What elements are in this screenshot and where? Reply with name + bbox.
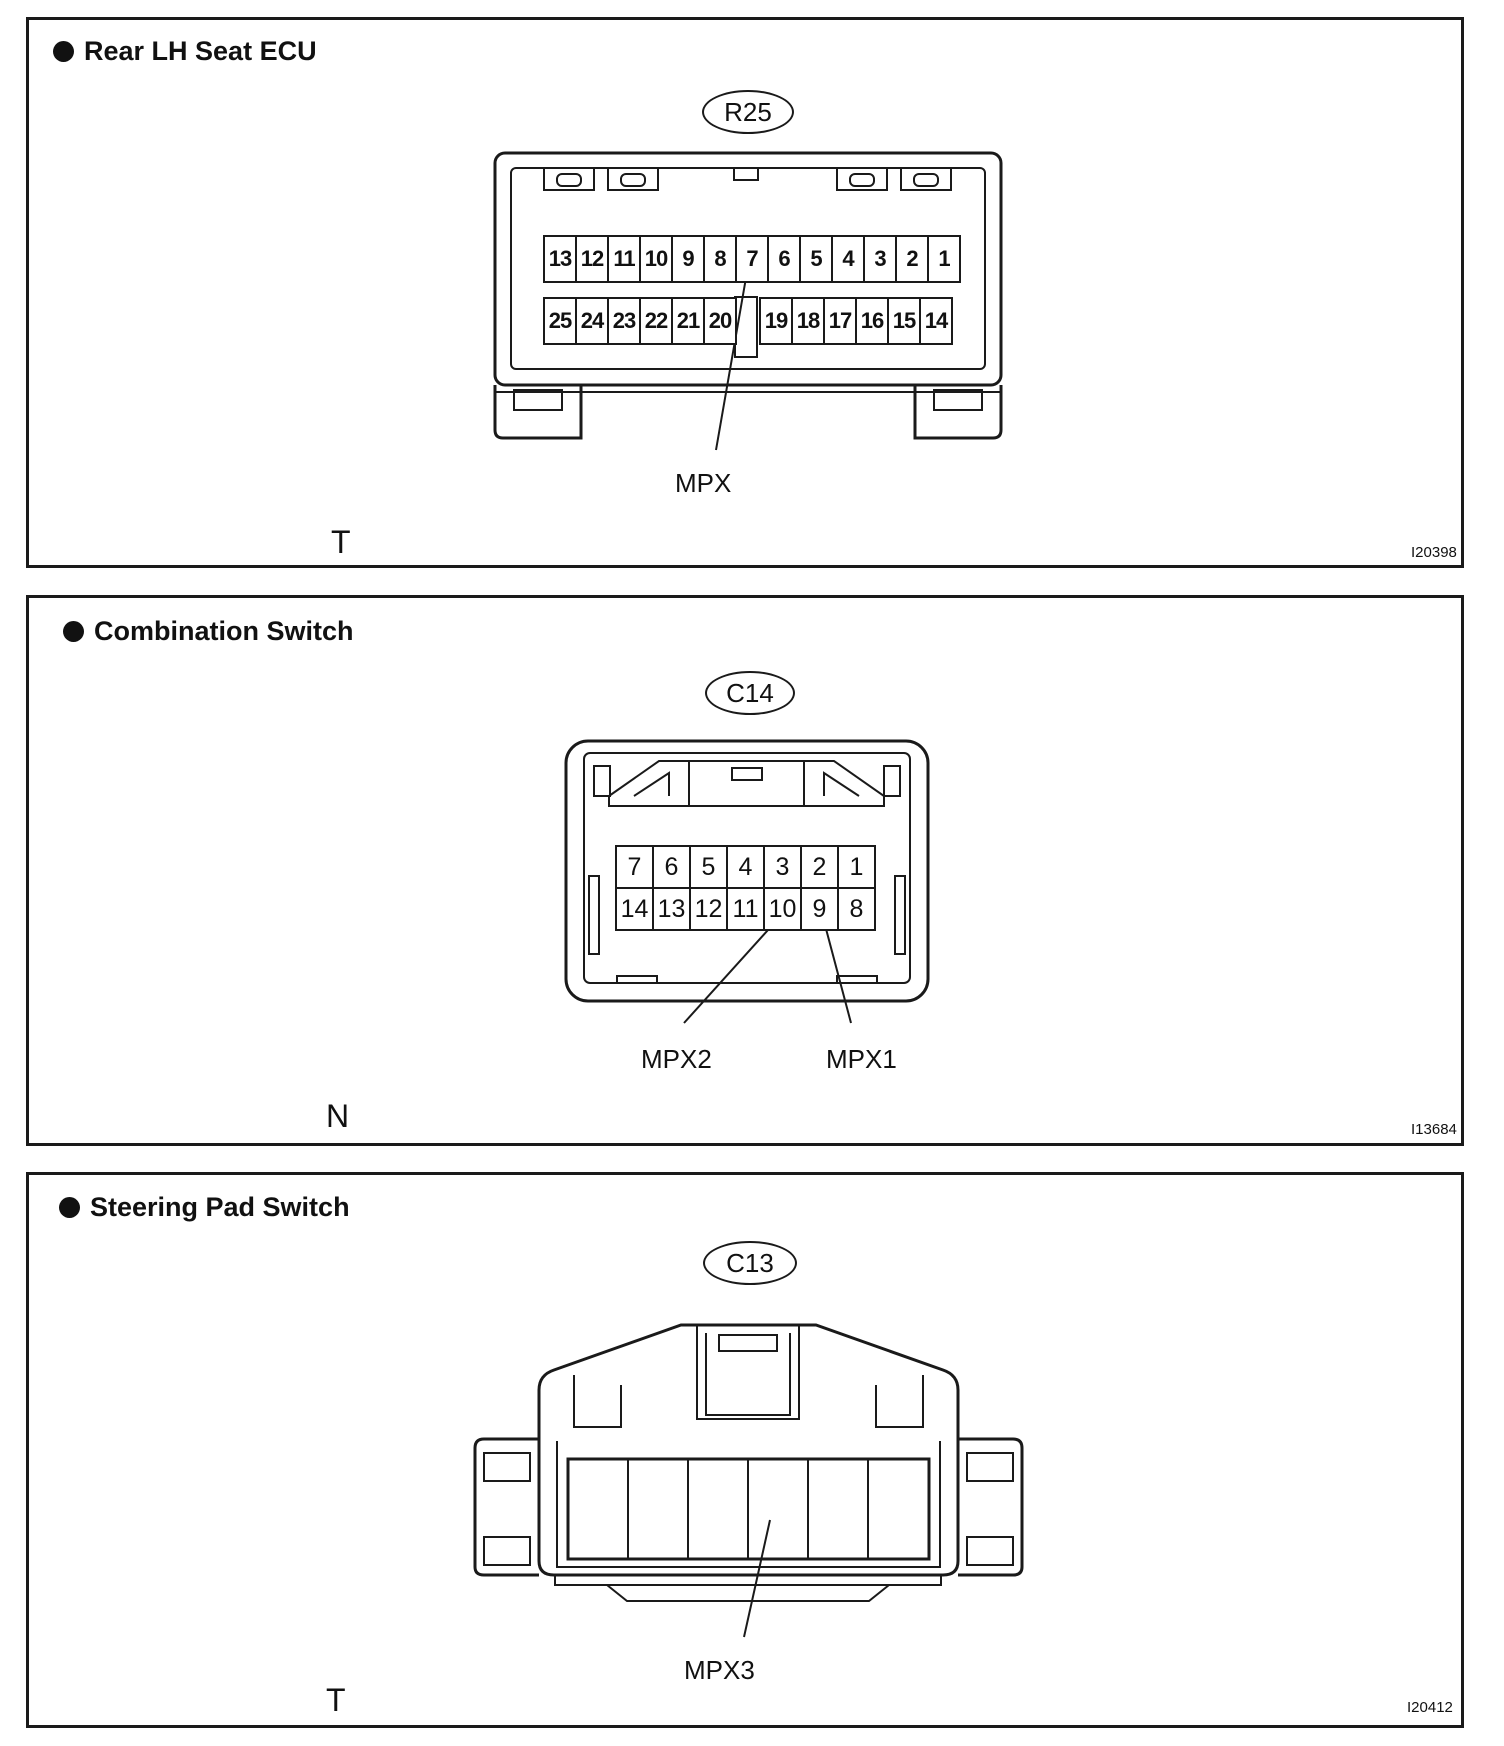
bullet-icon	[63, 621, 84, 642]
pin: 25	[543, 297, 577, 345]
wire-label-mpx: MPX	[675, 468, 732, 498]
pin: 18	[791, 297, 825, 345]
pin-row-top: 13 12 11 10 9 8 7 6 5 4 3 2 1	[543, 235, 961, 283]
pin: 13	[652, 887, 691, 931]
bullet-icon	[59, 1197, 80, 1218]
panel-title-text: Combination Switch	[94, 616, 354, 646]
pin: 14	[919, 297, 953, 345]
pin: 14	[615, 887, 654, 931]
connector-type-letter: T	[331, 524, 351, 560]
pin: 10	[639, 235, 673, 283]
connector-type-letter: N	[326, 1098, 350, 1134]
pin: 5	[799, 235, 833, 283]
pin: 22	[639, 297, 673, 345]
figure-id: I13684	[1411, 1121, 1457, 1138]
connector-outline-c14	[564, 739, 930, 1024]
pin: 2	[895, 235, 929, 283]
pin: 8	[703, 235, 737, 283]
pin: 6	[767, 235, 801, 283]
pin: 21	[671, 297, 705, 345]
pin-row-bottom-right: 19 18 17 16 15 14	[759, 297, 953, 345]
pin: 11	[607, 235, 641, 283]
pin: 9	[671, 235, 705, 283]
pin: 12	[575, 235, 609, 283]
pin: 6	[652, 845, 691, 889]
pin: 24	[575, 297, 609, 345]
pin: 13	[543, 235, 577, 283]
pin-mpx2: 10	[763, 887, 802, 931]
pin: 15	[887, 297, 921, 345]
connector-type-letter: T	[326, 1682, 346, 1718]
panel-steering-pad-switch: Steering Pad Switch C13	[26, 1172, 1464, 1728]
panel-title-text: Rear LH Seat ECU	[84, 36, 317, 66]
connector-outline-r25	[493, 151, 1003, 451]
pin: 5	[689, 845, 728, 889]
connector-outline-c13	[473, 1323, 1024, 1638]
pin-mpx1: 9	[800, 887, 839, 931]
pin: 8	[837, 887, 876, 931]
wire-label-mpx3: MPX3	[684, 1655, 755, 1685]
pin: 1	[927, 235, 961, 283]
pin: 1	[837, 845, 876, 889]
pin: 2	[800, 845, 839, 889]
pin: 4	[726, 845, 765, 889]
panel-title: Combination Switch	[63, 616, 354, 647]
pin: 12	[689, 887, 728, 931]
bullet-icon	[53, 41, 74, 62]
figure-id: I20412	[1407, 1699, 1453, 1716]
panel-title: Steering Pad Switch	[59, 1192, 350, 1223]
pin: 16	[855, 297, 889, 345]
pin: 3	[863, 235, 897, 283]
pin: 17	[823, 297, 857, 345]
wire-label-mpx2: MPX2	[641, 1044, 712, 1074]
panel-title: Rear LH Seat ECU	[53, 36, 317, 67]
panel-title-text: Steering Pad Switch	[90, 1192, 350, 1222]
wire-label-mpx1: MPX1	[826, 1044, 897, 1074]
pin: 4	[831, 235, 865, 283]
pin-row-bottom: 14 13 12 11 10 9 8	[615, 887, 876, 931]
connector-code: C13	[703, 1241, 797, 1285]
connector-code: R25	[702, 90, 794, 134]
figure-id: I20398	[1411, 544, 1457, 561]
connector-code: C14	[705, 671, 795, 715]
pin: 11	[726, 887, 765, 931]
pin: 7	[615, 845, 654, 889]
panel-combination-switch: Combination Switch C14	[26, 595, 1464, 1146]
pin-row-bottom-left: 25 24 23 22 21 20	[543, 297, 737, 345]
pin: 20	[703, 297, 737, 345]
pin: 19	[759, 297, 793, 345]
pin-row-top: 7 6 5 4 3 2 1	[615, 845, 876, 889]
pin: 23	[607, 297, 641, 345]
pin: 3	[763, 845, 802, 889]
pin-mpx: 7	[735, 235, 769, 283]
panel-rear-lh-seat-ecu: Rear LH Seat ECU R25	[26, 17, 1464, 568]
